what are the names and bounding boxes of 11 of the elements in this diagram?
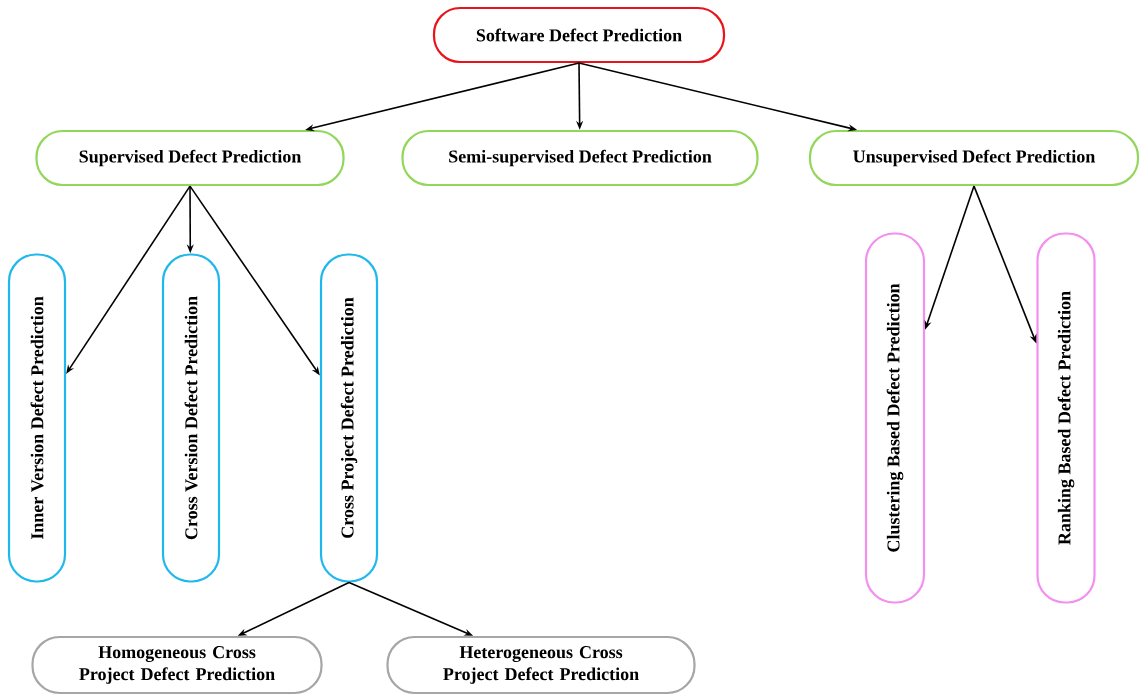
category-box: Heterogeneous Cross Project Defect Prediction	[386, 635, 696, 695]
category-box: Clustering Based Defect Prediction	[864, 232, 926, 604]
category-box: Inner Version Defect Prediction	[7, 253, 67, 583]
category-box: Homogeneous Cross Project Defect Prediction	[31, 635, 323, 695]
category-box: Cross Project Defect Prediction	[319, 253, 379, 583]
category-box: Unsupervised Defect Prediction	[808, 129, 1140, 187]
category-box: Ranking Based Defect Prediction	[1036, 232, 1096, 604]
category-box: Software Defect Prediction	[432, 6, 726, 64]
category-box: Supervised Defect Prediction	[35, 129, 345, 187]
category-box: Semi-supervised Defect Prediction	[401, 129, 759, 187]
category-box: Cross Version Defect Prediction	[161, 253, 221, 583]
